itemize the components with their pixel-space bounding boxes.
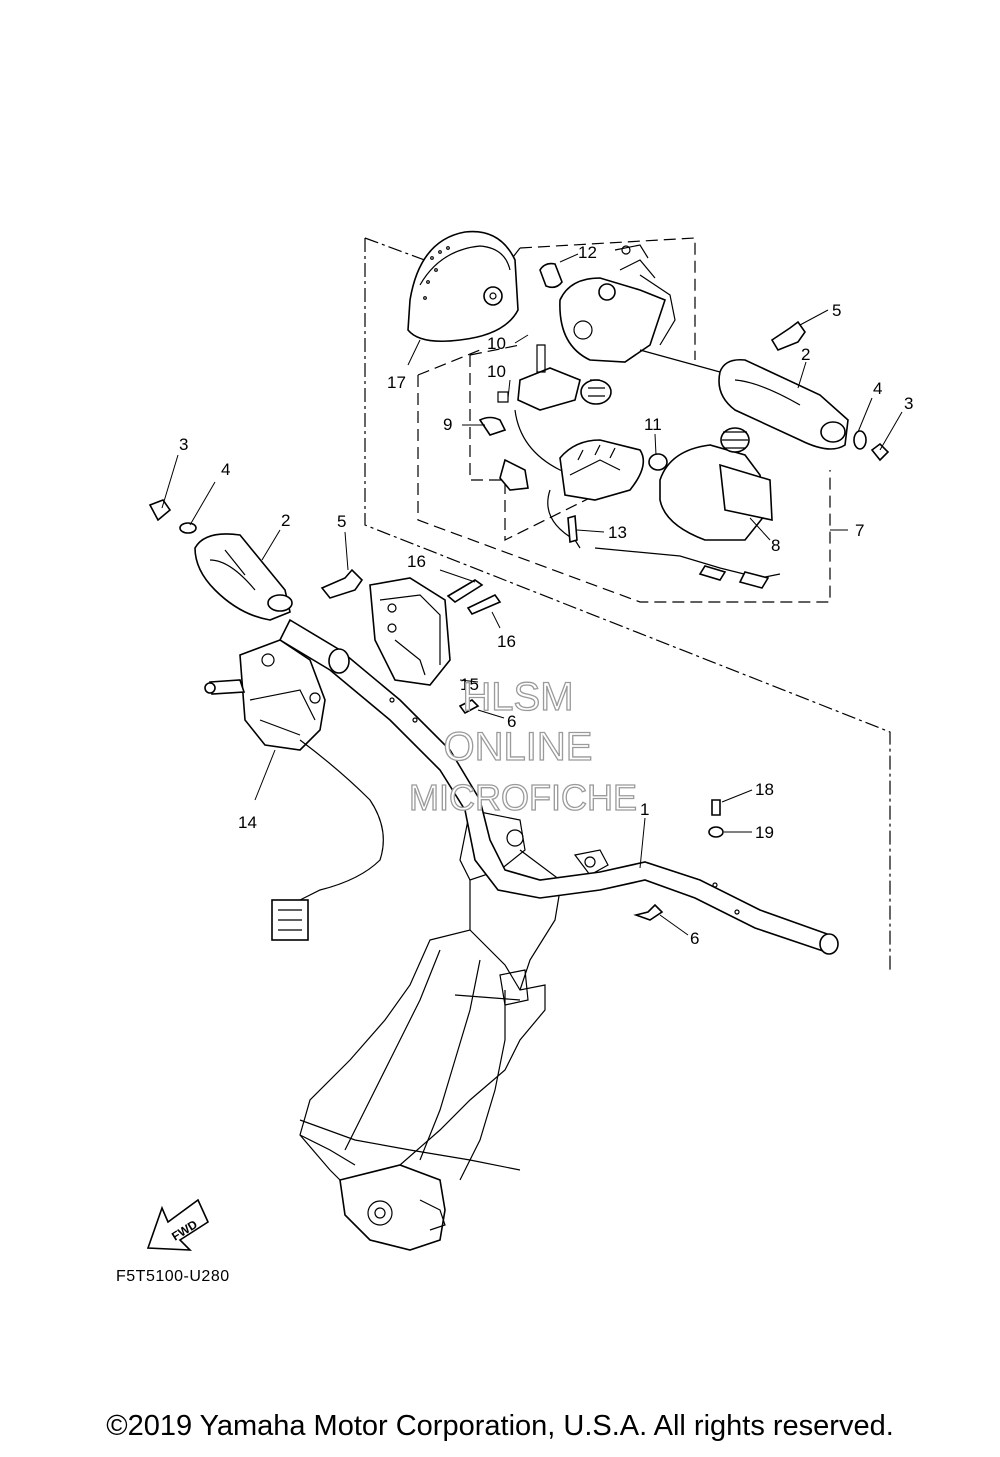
callouts: 1 2 2 3 3 4 4 5 5 6 6 7 8 9 10 10 11 12 …: [179, 243, 913, 948]
callout-4-left: 4: [221, 460, 230, 479]
handlebar: [278, 618, 839, 955]
throttle-housing: [204, 639, 384, 941]
callout-11: 11: [644, 415, 662, 434]
bolt-6-left: [458, 699, 480, 715]
washer-19: [708, 826, 724, 838]
callout-6-left: 6: [507, 712, 516, 731]
callout-3-left: 3: [179, 435, 188, 454]
right-grip: [639, 349, 849, 450]
switch-housing: [559, 244, 676, 363]
left-grip: [194, 533, 293, 621]
callout-9: 9: [443, 415, 452, 434]
washer-left: [179, 522, 197, 534]
callout-4-right: 4: [873, 379, 882, 398]
bolt-16-upper: [446, 579, 484, 603]
callout-3-right: 3: [904, 394, 913, 413]
right-switch: [594, 427, 781, 589]
nut-11: [648, 453, 668, 471]
callout-2-right: 2: [801, 345, 810, 364]
callout-10-upper: 10: [487, 334, 506, 353]
copyright-notice: ©2019 Yamaha Motor Corporation, U.S.A. A…: [106, 1410, 894, 1442]
callout-10-lower: 10: [487, 362, 506, 381]
screw-13: [567, 514, 578, 544]
leader-lines: [161, 253, 903, 936]
callout-2-left: 2: [281, 511, 290, 530]
callout-8: 8: [771, 536, 780, 555]
screw-3-left: [148, 499, 172, 522]
callout-16-upper: 16: [407, 552, 426, 571]
watermark: HLSM ONLINE MICROFICHE: [408, 674, 637, 818]
callout-14: 14: [238, 813, 257, 832]
bolt-18: [711, 799, 721, 816]
screw-right: [770, 320, 806, 351]
callout-7: 7: [855, 521, 864, 540]
switch-internals: [478, 344, 631, 491]
callout-12: 12: [578, 243, 597, 262]
callout-16-lower: 16: [497, 632, 516, 651]
screw-left: [320, 568, 364, 599]
button-cap: [539, 262, 563, 289]
callout-5-left: 5: [337, 512, 346, 531]
callout-6-right: 6: [690, 929, 699, 948]
watermark-line-2: ONLINE: [444, 725, 593, 769]
screw-3-right: [870, 442, 890, 462]
bolt-16-lower: [466, 593, 502, 615]
callout-5-right: 5: [832, 301, 841, 320]
callout-15: 15: [460, 675, 479, 694]
bolt-6-right: [633, 903, 664, 921]
fwd-arrow: FWD: [146, 1198, 210, 1251]
callout-17: 17: [387, 373, 406, 392]
callout-13: 13: [608, 523, 627, 542]
watermark-line-1: HLSM: [462, 675, 573, 719]
callout-1: 1: [640, 800, 649, 819]
callout-19: 19: [755, 823, 774, 842]
callout-18: 18: [755, 780, 774, 799]
steering-column: [299, 809, 609, 1251]
washer-right: [853, 430, 867, 450]
reference-code: F5T5100-U280: [116, 1268, 230, 1285]
switch-cover: [407, 230, 519, 343]
switch-bracket: [369, 577, 451, 686]
watermark-line-3: MICROFICHE: [409, 777, 637, 818]
